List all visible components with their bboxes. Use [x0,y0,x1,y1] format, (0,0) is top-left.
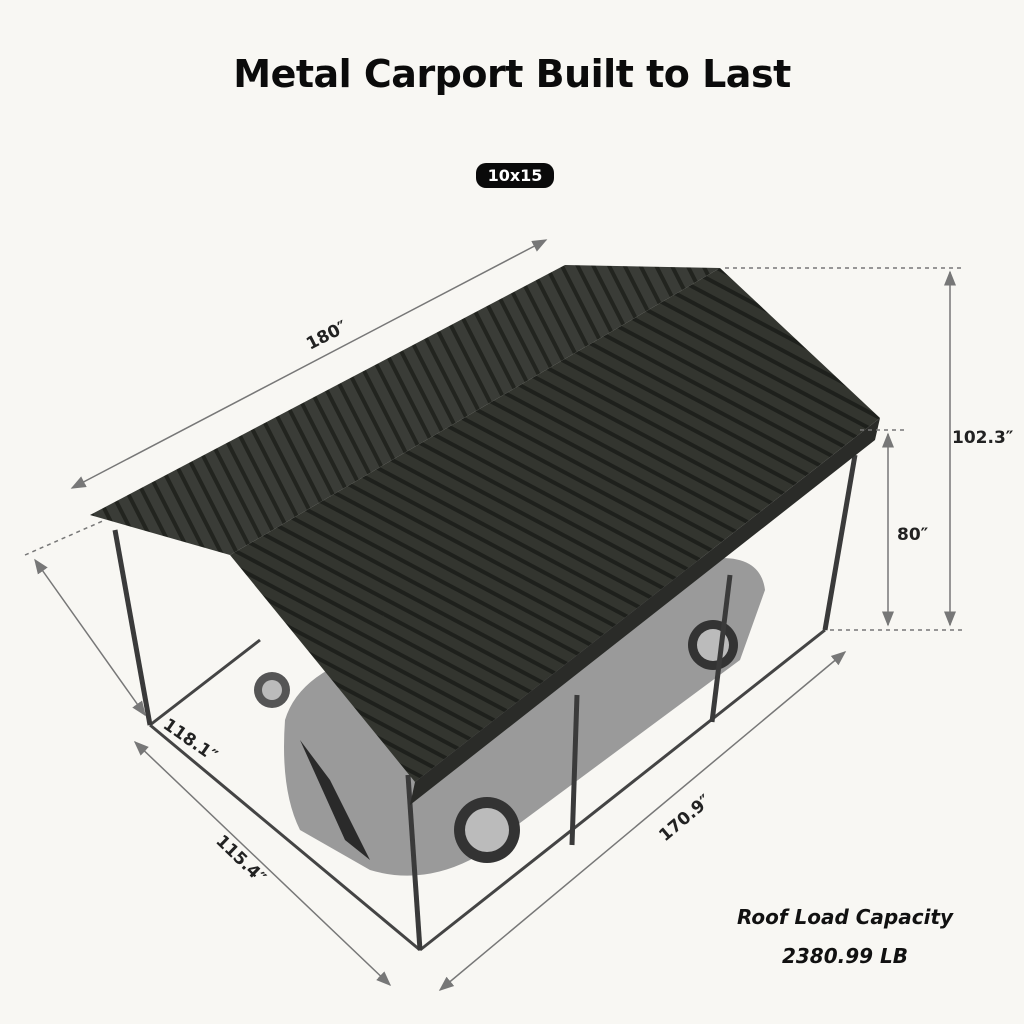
roof-load-value: 2380.99 LB [781,944,909,968]
size-badge: 10x15 [476,163,554,188]
roof-load-label: Roof Load Capacity [736,905,954,929]
dimension-total-height: 102.3″ [952,428,1014,448]
dimension-lines [24,239,965,991]
dimension-length-top: 180″ [303,317,351,355]
dimension-eave-height: 80″ [897,525,929,545]
page-title: Metal Carport Built to Last [233,52,791,96]
dimension-base-length: 170.9″ [655,791,715,846]
roof-right-panel [230,268,880,782]
dimension-base-width: 115.4″ [212,831,270,888]
